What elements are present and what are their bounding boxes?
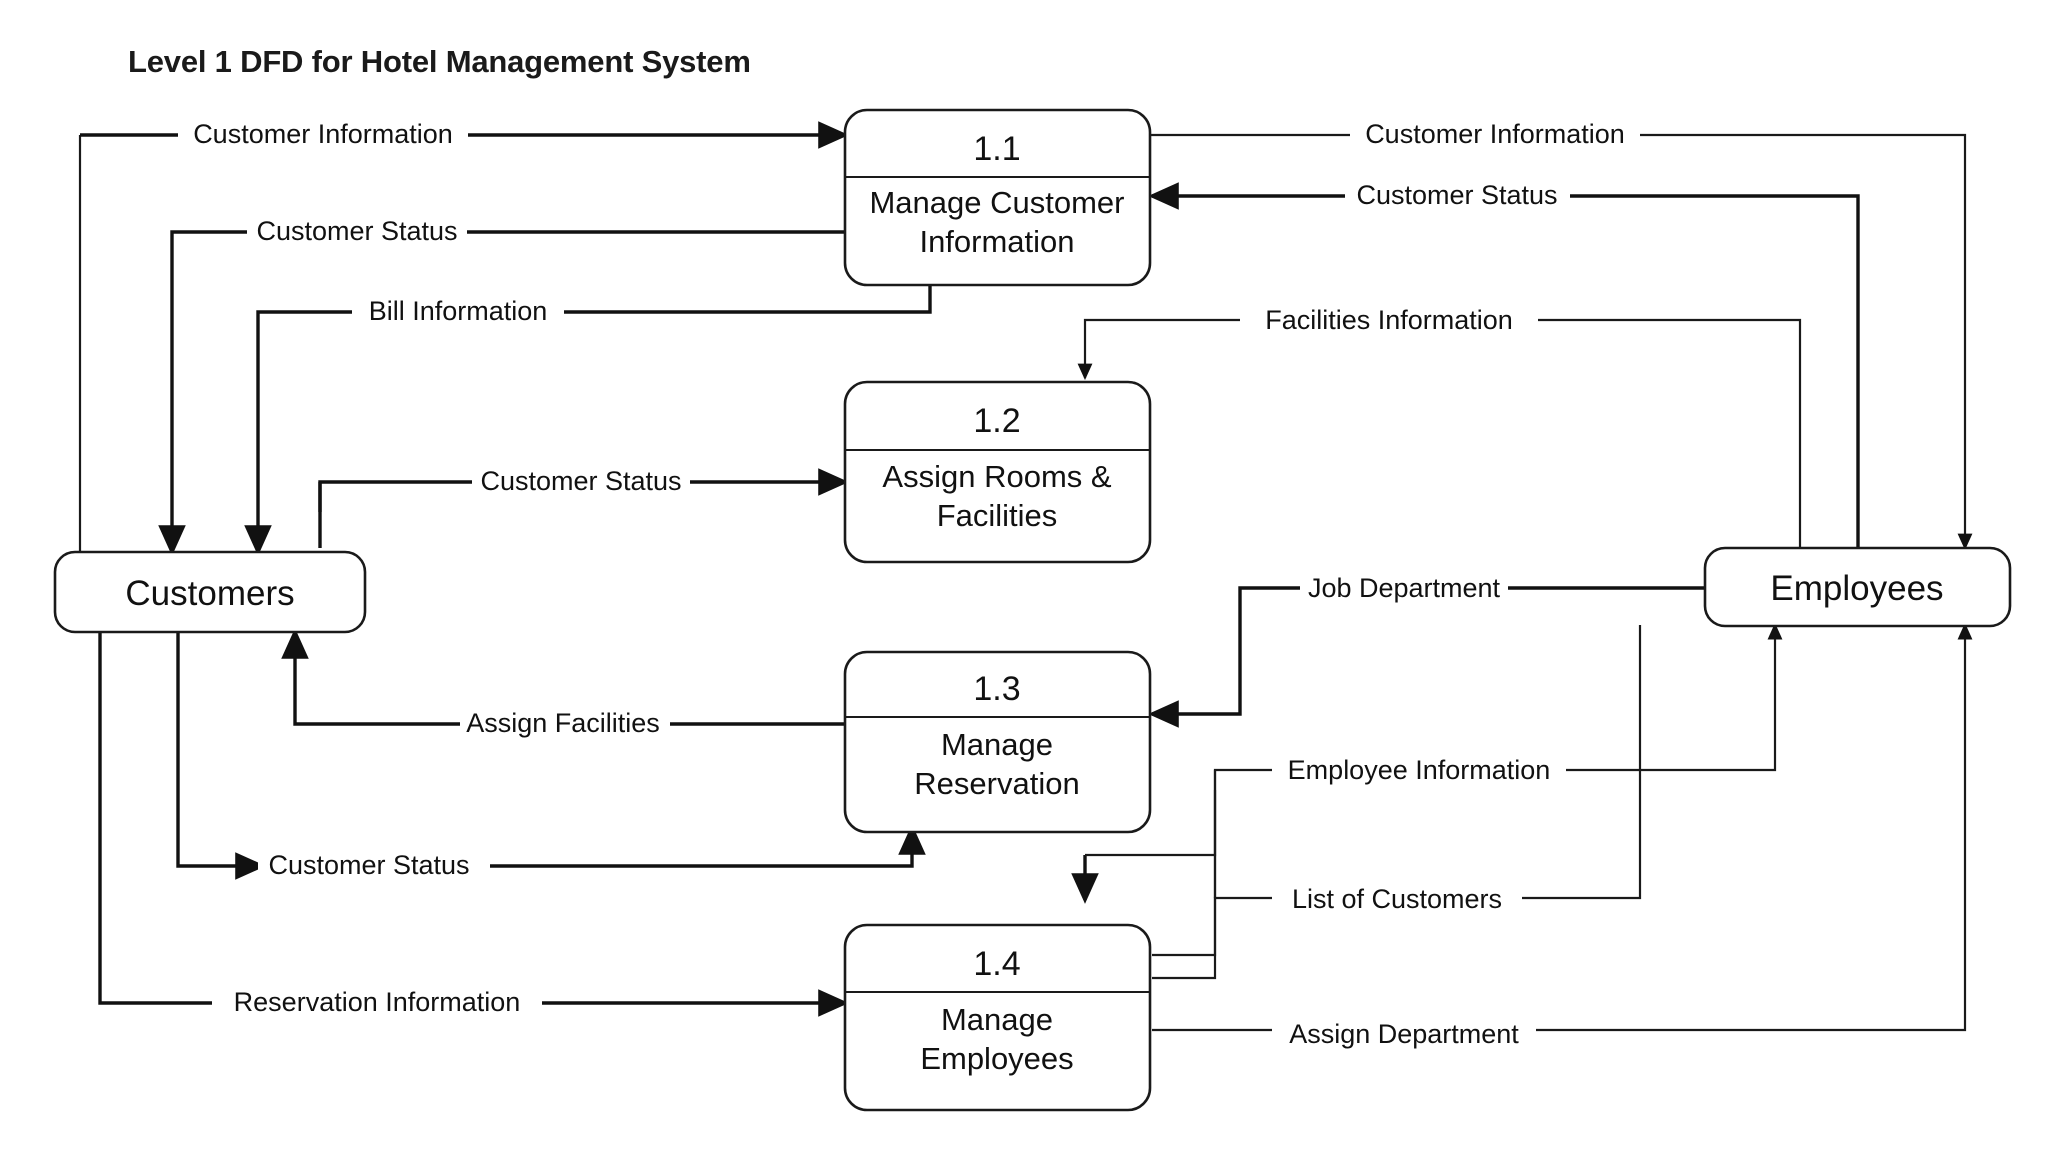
flow-line-bill-information xyxy=(244,285,932,556)
flow-line-customer-status-from-employees xyxy=(1148,182,1860,548)
process-1-3-number: 1.3 xyxy=(973,670,1020,708)
process-1-4-box[interactable] xyxy=(843,923,1152,1112)
flow-label-bg-7 xyxy=(472,465,690,499)
flow-line-facilities-information xyxy=(1077,318,1802,548)
process-1-4-name-line1: Manage xyxy=(941,1002,1053,1037)
flow-line-job-department xyxy=(1148,586,1705,728)
entity-employees-label: Employees xyxy=(1770,569,1943,608)
flow-label-customer-information-out: Customer Information xyxy=(1365,119,1625,149)
flow-label-customer-status-to-12: Customer Status xyxy=(480,466,681,496)
process-1-1-box[interactable] xyxy=(843,108,1152,287)
flow-label-bg-11 xyxy=(1272,755,1566,789)
process-1-1-number: 1.1 xyxy=(973,130,1020,168)
flow-line-13-to-14-feed xyxy=(1085,790,1217,857)
flow-label-bill-information: Bill Information xyxy=(369,296,548,326)
entity-customers-label: Customers xyxy=(125,574,294,613)
flow-label-assign-department: Assign Department xyxy=(1289,1019,1519,1049)
process-1-2-number: 1.2 xyxy=(973,402,1020,440)
process-1-3-box[interactable] xyxy=(843,650,1152,834)
process-1-4[interactable]: 1.4 Manage Employees xyxy=(843,923,1152,1112)
flow-line-customer-status-to-13-a xyxy=(176,632,266,880)
process-1-1-name-line2: Information xyxy=(919,224,1074,259)
flow-label-bg-13 xyxy=(212,986,542,1020)
entity-customers-box[interactable] xyxy=(53,550,367,634)
process-1-4-number: 1.4 xyxy=(973,945,1020,983)
flow-label-bg-12 xyxy=(1272,884,1522,918)
flow-label-bg-3 xyxy=(352,296,564,330)
entity-employees-box[interactable] xyxy=(1703,546,2012,628)
flow-label-employee-information: Employee Information xyxy=(1288,755,1551,785)
flow-label-bg-4 xyxy=(1350,118,1640,152)
flow-label-bg-6 xyxy=(1240,304,1538,338)
flow-label-customer-information-in: Customer Information xyxy=(193,119,453,149)
flow-label-customer-status-to-13: Customer Status xyxy=(268,850,469,880)
flow-label-customer-status-from-employees: Customer Status xyxy=(1356,180,1557,210)
process-1-2-name-line2: Facilities xyxy=(937,498,1058,533)
flow-label-list-of-customers: List of Customers xyxy=(1292,884,1502,914)
process-1-2-box[interactable] xyxy=(843,380,1152,564)
flow-label-bg-10 xyxy=(258,849,486,883)
flow-line-customer-status-to-13-b xyxy=(490,824,926,868)
flow-line-list-of-customers xyxy=(1152,625,1642,980)
flow-label-assign-facilities: Assign Facilities xyxy=(466,708,660,738)
flow-label-reservation-information: Reservation Information xyxy=(234,987,521,1017)
flow-label-bg-8 xyxy=(1300,572,1508,606)
process-1-1[interactable]: 1.1 Manage Customer Information xyxy=(843,108,1152,287)
entity-customers[interactable]: Customers xyxy=(53,550,367,634)
flow-label-bg-14 xyxy=(1272,1018,1536,1052)
process-1-1-name-line1: Manage Customer xyxy=(869,185,1124,220)
flow-line-customer-status-to-customers xyxy=(158,230,845,556)
process-1-2-name-line1: Assign Rooms & xyxy=(882,459,1111,494)
flow-labels: Customer Information Customer Status Bil… xyxy=(178,118,1640,1052)
flow-label-bg-5 xyxy=(1345,180,1570,214)
flow-line-reservation-information xyxy=(98,632,849,1017)
flow-label-customer-status-to-customers: Customer Status xyxy=(256,216,457,246)
page-title: Level 1 DFD for Hotel Management System xyxy=(128,44,751,79)
process-1-4-name-line2: Employees xyxy=(920,1041,1073,1076)
process-1-3[interactable]: 1.3 Manage Reservation xyxy=(843,650,1152,834)
process-1-3-name-line1: Manage xyxy=(941,727,1053,762)
entity-employees[interactable]: Employees xyxy=(1703,546,2012,628)
flow-line-assign-department xyxy=(1152,622,1973,1032)
flow-label-facilities-information: Facilities Information xyxy=(1265,305,1513,335)
flow-label-bg-1 xyxy=(178,118,468,152)
flow-label-job-department: Job Department xyxy=(1308,573,1501,603)
process-1-3-name-line2: Reservation xyxy=(914,766,1079,801)
process-1-2[interactable]: 1.2 Assign Rooms & Facilities xyxy=(843,380,1152,564)
flow-label-bg-9 xyxy=(460,707,670,741)
flow-label-bg-2 xyxy=(247,215,467,249)
